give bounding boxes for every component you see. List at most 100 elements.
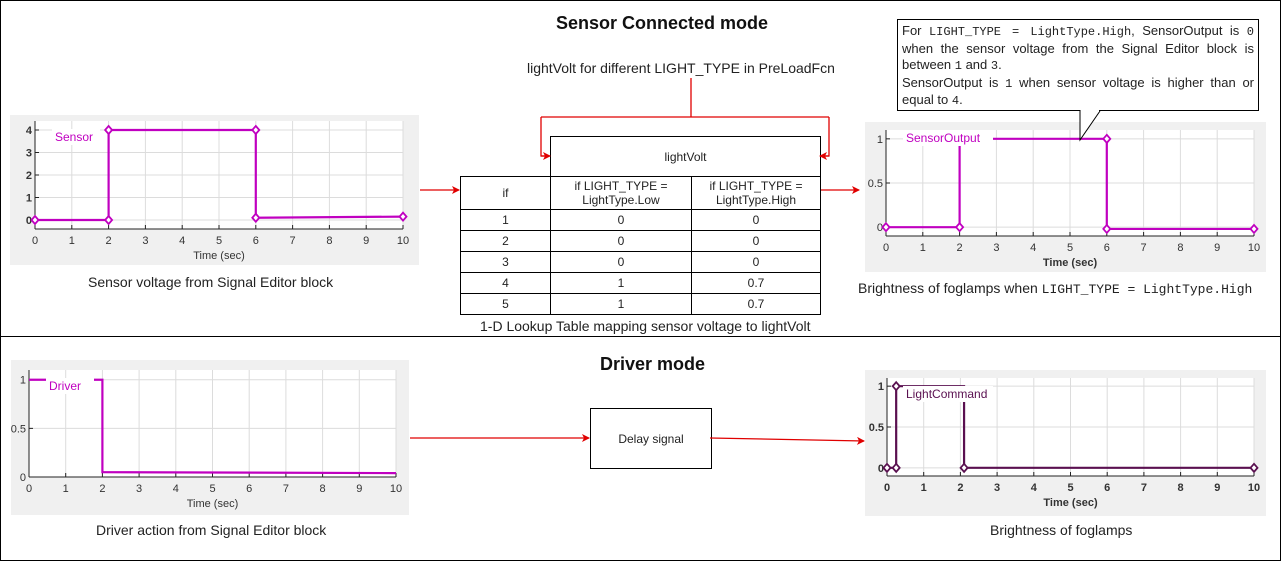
lut-row: 5 1 0.7 [460,293,821,315]
data-marker [1102,223,1112,235]
x-tick-label: 8 [1178,482,1184,494]
x-tick-label: 5 [209,483,215,495]
x-tick-label: 0 [32,235,38,247]
x-tick-label: 2 [106,235,112,247]
x-tick-label: 3 [142,235,148,247]
data-marker [398,211,408,222]
x-axis-label: Time (sec) [1043,257,1098,269]
data-marker [891,380,901,392]
driver-plot-caption: Driver action from Signal Editor block [96,522,327,538]
callout-text: , SensorOutput is [1131,23,1247,38]
x-tick-label: 9 [1214,482,1220,494]
x-tick-label: 1 [920,242,926,254]
legend-label-driver: Driver [49,379,81,393]
x-tick-label: 1 [63,483,69,495]
legend-bg [903,130,993,146]
x-tick-label: 5 [1067,482,1073,494]
lut-cell: 1 [460,209,551,231]
callout-text: . [959,92,963,107]
data-marker [881,221,891,233]
sensor-mode-title: Sensor Connected mode [556,13,769,33]
x-tick-label: 4 [173,483,179,495]
callout-text: For [902,23,929,38]
data-marker [891,462,901,474]
x-tick-label: 5 [1067,242,1073,254]
y-tick-label: 0 [877,222,883,234]
callout-text: when the sensor voltage from the Signal … [902,40,1254,73]
y-tick-label: 0.5 [869,422,884,434]
lut-row: 1 0 0 [460,209,821,231]
legend-label-sensor: Sensor [55,130,93,144]
lut-title: lightVolt [550,136,821,177]
data-marker [1249,462,1259,474]
x-tick-label: 4 [179,235,185,247]
callout-text: and [961,57,991,72]
lut-title-text: lightVolt [664,149,707,164]
data-marker [1249,223,1259,235]
lut-cell: 0 [691,230,821,252]
y-tick-label: 2 [26,170,32,182]
x-tick-label: 6 [246,483,252,495]
y-tick-label: 0.5 [868,178,883,190]
x-tick-label: 9 [1214,242,1220,254]
x-tick-label: 3 [994,482,1000,494]
x-tick-label: 10 [397,235,409,247]
x-axis-label: Time (sec) [193,250,245,262]
callout-code: 1 [1005,76,1013,91]
data-marker [251,124,261,136]
x-axis-label: Time (sec) [1043,497,1098,509]
callout-code: 3 [990,59,999,73]
legend-bg [903,386,993,402]
x-tick-label: 10 [1248,482,1260,494]
lut-col-header: if [460,176,551,210]
x-tick-label: 10 [390,483,402,495]
lut-caption: 1-D Lookup Table mapping sensor voltage … [480,318,811,334]
lut-cell: 1 [550,293,692,315]
data-marker [30,214,40,226]
callout-code: 0 [1246,25,1254,39]
light-command-plot-caption: Brightness of foglamps [990,522,1133,538]
callout-text: . [998,57,1002,72]
x-tick-label: 10 [1248,242,1260,254]
lut-cell: 0 [550,209,692,231]
lut-cell: 0 [550,230,692,252]
x-tick-label: 7 [1141,482,1147,494]
sensor-plot-caption: Sensor voltage from Signal Editor block [88,274,334,290]
y-tick-label: 3 [26,148,32,160]
lut-cell: 0 [691,251,821,273]
x-tick-label: 3 [993,242,999,254]
x-tick-label: 8 [1177,242,1183,254]
x-tick-label: 2 [99,483,105,495]
lut-col-header: if LIGHT_TYPE = LightType.Low [550,176,692,210]
lut-cell: 0.7 [691,293,821,315]
x-tick-label: 4 [1030,242,1036,254]
legend-label-sensor_output: SensorOutput [906,131,981,145]
callout-note: For LIGHT_TYPE = LightType.High, SensorO… [897,19,1259,111]
legend-bg [52,129,100,145]
delay-signal-block: Delay signal [590,408,712,469]
x-tick-label: 0 [884,482,890,494]
data-marker [882,462,892,474]
x-tick-label: 9 [356,483,362,495]
callout-text: SensorOutput is [902,74,1006,90]
x-tick-label: 2 [957,242,963,254]
sensor-output-plot-caption: Brightness of foglamps when LIGHT_TYPE =… [858,280,1252,297]
callout-text: when sensor voltage is higher than or eq… [902,74,1255,108]
legend-label-light_command: LightCommand [906,387,987,401]
lut-cell: 4 [460,272,551,294]
x-tick-label: 8 [326,235,332,247]
y-tick-label: 1 [878,381,884,393]
x-tick-label: 2 [957,482,963,494]
data-marker [954,221,965,233]
lut-row: 3 0 0 [460,251,821,273]
x-tick-label: 9 [363,235,369,247]
x-tick-label: 8 [320,483,326,495]
preload-label: lightVolt for different LIGHT_TYPE in Pr… [527,60,835,76]
section-divider [0,336,1281,337]
x-tick-label: 7 [290,235,296,247]
